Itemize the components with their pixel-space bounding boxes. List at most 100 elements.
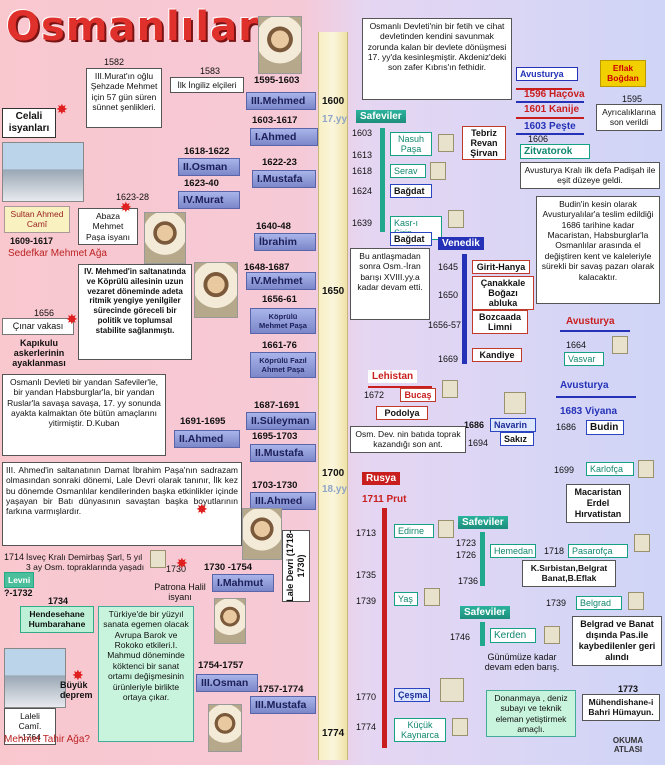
ruler-century-18: 18.yy xyxy=(322,484,348,495)
year-label: 1694 xyxy=(468,438,489,448)
year-label: 1686 xyxy=(556,422,577,432)
timeline-ruler xyxy=(318,32,348,760)
label-box: Yaş xyxy=(394,592,418,606)
laleli-mosque-image xyxy=(4,648,66,708)
text-box: Levni xyxy=(4,572,34,589)
ruler-year-1650: 1650 xyxy=(322,286,345,297)
label-box: Navarin xyxy=(490,418,536,432)
sultan-name: II.Mustafa xyxy=(250,444,316,462)
sultan-name: III.Osman xyxy=(196,674,258,692)
sultan-years: 1656-61 xyxy=(262,294,297,305)
label-box: Budin xyxy=(586,420,624,435)
text-box: Osmanlı Devleti bir yandan Safeviler'le,… xyxy=(2,374,166,456)
austria-bar xyxy=(560,330,630,332)
sultan-years: 1691-1695 xyxy=(180,416,226,427)
battle-label: 1683 Viyana xyxy=(560,406,618,417)
battle-label: 1596 Haçova xyxy=(524,89,585,100)
label-box: Kandiye xyxy=(472,348,522,362)
sultan-years: 1703-1730 xyxy=(252,480,298,491)
year-label: 1770 xyxy=(356,692,377,702)
year-label: 1650 xyxy=(438,290,459,300)
label-text: Avusturya xyxy=(560,380,609,391)
sedefkar-label: Sedefkar Mehmet Ağa xyxy=(8,248,107,259)
sultan-portrait xyxy=(144,212,186,264)
safeviler-bar xyxy=(480,622,485,646)
label-box: Bucaş xyxy=(400,388,436,402)
celali-box: Celali isyanları xyxy=(2,108,56,139)
text-box: IV. Mehmed'in saltanatında ve Köprülü ai… xyxy=(78,264,192,360)
year-label: 1645 xyxy=(438,262,459,272)
safeviler-tag: Safeviler xyxy=(460,606,510,619)
year-label: 1664 xyxy=(566,340,587,350)
battle-label: 1711 Prut xyxy=(362,494,407,505)
label-box: Zitvatorok xyxy=(520,144,590,159)
ruler-year-1700: 1700 xyxy=(322,468,345,479)
sultan-name: I.Mustafa xyxy=(252,170,316,188)
text-box: Osmanlı Devleti'nin bir fetih ve cihat d… xyxy=(362,18,512,100)
scroll-icon xyxy=(638,460,654,478)
label-box: Çanakkale Boğazı abluka xyxy=(472,276,534,310)
red-bar xyxy=(368,386,432,388)
lale-devri-label: Lale Devri (1718-1730) xyxy=(285,530,306,602)
page-title: Osmanlılar xyxy=(6,4,259,50)
burst-icon: ✸ xyxy=(120,199,132,215)
blue-bar xyxy=(516,101,584,103)
year-label: 1623-28 xyxy=(116,192,150,202)
venedik-tag: Venedik xyxy=(438,237,484,250)
label-box: Pasarofça xyxy=(568,544,628,558)
sultan-name: III.Ahmed xyxy=(250,492,316,510)
text-box: III. Ahmed'in saltanatının Damat İbrahim… xyxy=(2,462,242,546)
sultan-years: 1603-1617 xyxy=(252,115,298,126)
scroll-icon xyxy=(634,534,650,552)
safeviler-bar xyxy=(380,128,385,232)
text-label: Mehmet Tahir Ağa? xyxy=(4,734,90,745)
year-label: 1739 xyxy=(546,598,567,608)
lehistan-tag: Lehistan xyxy=(368,370,418,383)
sultan-portrait xyxy=(258,16,302,74)
scroll-icon xyxy=(448,210,464,228)
text-box: Avusturya Kralı ilk defa Padişah ile eşi… xyxy=(520,162,660,189)
austria-bar xyxy=(516,88,572,90)
sultan-name: III.Mustafa xyxy=(250,696,316,714)
scroll-icon xyxy=(424,588,440,606)
ship-icon xyxy=(504,392,526,414)
text-box: Ayrıcalıklarına son verildi xyxy=(596,104,662,131)
sultan-name: IV.Murat xyxy=(178,191,240,209)
year-label: 1726 xyxy=(456,550,477,560)
sultan-portrait xyxy=(214,598,246,644)
year-label: 1656 xyxy=(34,308,55,318)
label-box: Nasuh Paşa xyxy=(390,132,432,156)
year-label: 1730 xyxy=(166,564,187,574)
label-box: Belgrad xyxy=(576,596,622,610)
year-label: 1736 xyxy=(458,576,479,586)
text-box: Eflak Boğdan xyxy=(600,60,646,87)
lale-devri-box: Lale Devri (1718-1730) xyxy=(282,530,310,602)
year-label: 1672 xyxy=(364,390,385,400)
year-label: 1734 xyxy=(48,596,69,606)
sultan-years: 1640-48 xyxy=(256,221,291,232)
text-box: Bu antlaşmadan sonra Osm.-İran barışı XV… xyxy=(350,248,430,320)
text-box: Hendesehane Humbarahane xyxy=(20,606,94,633)
text-label: Patrona Halil isyanı xyxy=(154,582,206,602)
year-label: 1609-1617 xyxy=(10,236,54,246)
year-label: 1639 xyxy=(352,218,373,228)
battle-label: 1603 Peşte xyxy=(524,121,576,132)
label-box: Bozcaada Limni xyxy=(472,310,528,334)
scroll-icon xyxy=(628,592,644,610)
year-label: 1656-57 xyxy=(428,320,462,330)
sultan-portrait xyxy=(208,704,242,752)
sultan-years: 1687-1691 xyxy=(254,400,300,411)
year-label: 1773 xyxy=(618,684,639,694)
scroll-icon xyxy=(452,718,468,736)
ship-icon xyxy=(440,678,464,702)
text-box: Çınar vakası xyxy=(2,318,74,335)
rusya-bar xyxy=(382,508,387,748)
year-label: 1699 xyxy=(554,465,575,475)
sultan-name: III.Mehmed xyxy=(246,92,316,110)
sultan-years: 1622-23 xyxy=(262,157,297,168)
austria-bar xyxy=(556,396,636,398)
burst-icon: ✸ xyxy=(56,101,68,117)
publisher-logo: OKUMA ATLASI xyxy=(612,736,644,754)
text-box: Macaristan Erdel Hırvatistan xyxy=(566,484,630,523)
